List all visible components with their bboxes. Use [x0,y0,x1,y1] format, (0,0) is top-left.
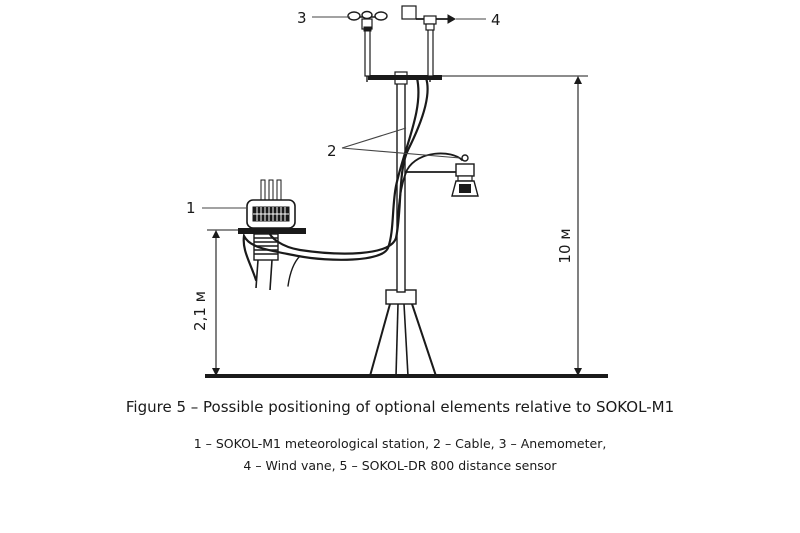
label-mast-height: 10 м [556,228,574,263]
tripod [369,289,437,377]
crossbar [368,75,442,80]
label-anemometer: 3 [297,9,307,27]
figure-legend-line-1: 1 – SOKOL-M1 meteorological station, 2 –… [193,436,607,451]
ground-line [205,374,608,378]
label-wind-vane: 4 [491,11,501,29]
dimension-mast-height [442,75,588,376]
anemometer [347,10,388,82]
label-station-height: 2,1 м [191,291,209,331]
label-cable: 2 [327,142,337,160]
cables [242,76,463,287]
dimension-station-height [207,229,252,376]
figure-legend-line-2: 4 – Wind vane, 5 – SOKOL-DR 800 distance… [243,458,557,473]
distance-sensor [405,154,479,197]
wind-vane [401,5,457,82]
weather-station [238,179,306,291]
leader-lines [202,16,486,209]
label-station: 1 [186,199,196,217]
figure-caption: Figure 5 – Possible positioning of optio… [125,398,675,416]
